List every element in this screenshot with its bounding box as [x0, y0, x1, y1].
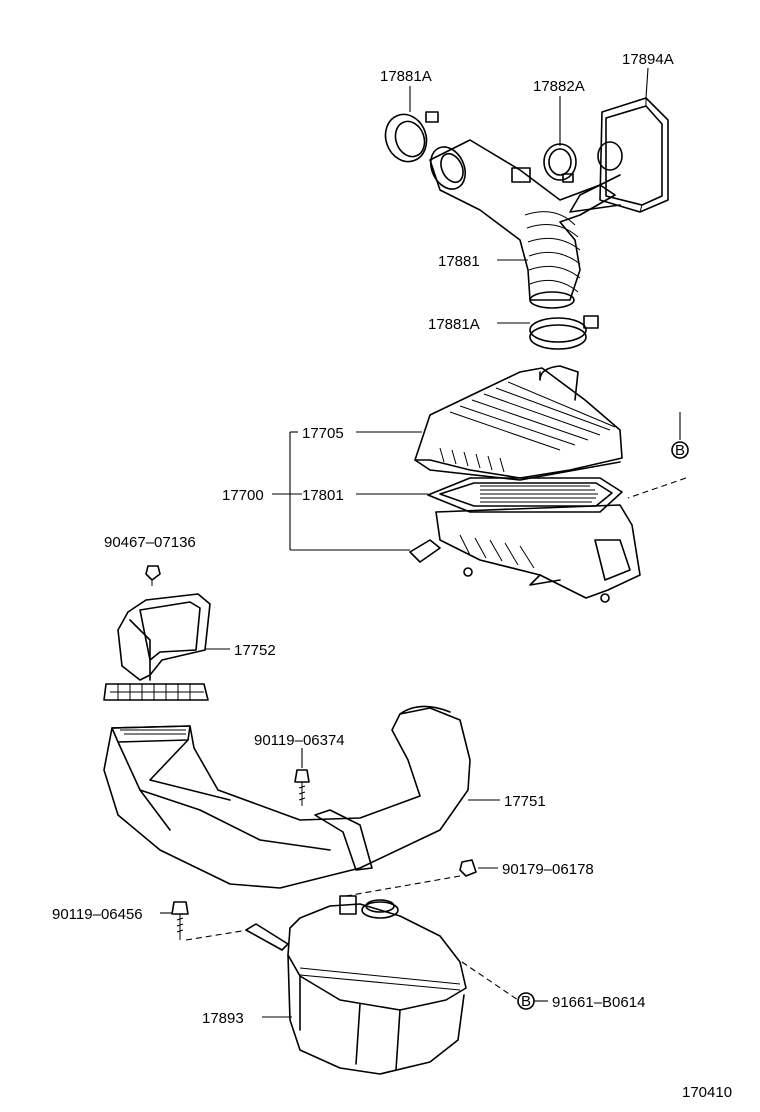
- label-17751: 17751: [504, 793, 546, 810]
- label-90179-06178: 90179–06178: [502, 861, 594, 878]
- bubble-b-right-text: B: [675, 442, 685, 459]
- label-17893: 17893: [202, 1010, 244, 1027]
- resonator-17893: [245, 895, 467, 1075]
- label-17700: 17700: [222, 487, 264, 504]
- inlet-duct-17752: [103, 593, 230, 701]
- nut-90179-06178: [345, 859, 498, 897]
- label-91661-b0614: 91661–B0614: [552, 994, 645, 1011]
- figure-number: 170410: [682, 1084, 732, 1101]
- leader-lines-top: [409, 67, 649, 324]
- reference-mark-b-bottom: B: [461, 961, 548, 1010]
- resonator-17894a: [569, 97, 669, 213]
- reference-mark-b-right: B: [627, 412, 689, 499]
- hose-clamp-bottom: [529, 315, 599, 350]
- hose-clamp-top: [384, 111, 439, 163]
- intake-duct-17751: [103, 705, 500, 889]
- air-cleaner-cap-17705: [414, 365, 623, 481]
- label-17894a: 17894A: [622, 51, 674, 68]
- label-17752: 17752: [234, 642, 276, 659]
- label-17881a-top: 17881A: [380, 68, 432, 85]
- label-17801: 17801: [302, 487, 344, 504]
- assembly-bracket-17700: [289, 431, 428, 551]
- label-90467-07136: 90467–07136: [104, 534, 196, 551]
- clip-90467-07136: [145, 565, 161, 586]
- bubble-b-bottom-text: B: [521, 993, 531, 1010]
- intake-hose-17881: [429, 139, 616, 309]
- label-17881: 17881: [438, 253, 480, 270]
- hose-clamp-17882a: [543, 143, 577, 183]
- label-17882a: 17882A: [533, 78, 585, 95]
- air-filter-element-17801: [427, 477, 623, 513]
- label-90119-06374: 90119–06374: [254, 732, 345, 749]
- air-cleaner-case: [409, 504, 641, 603]
- label-17881a-bottom: 17881A: [428, 316, 480, 333]
- label-90119-06456: 90119–06456: [52, 906, 143, 923]
- bolt-90119-06456: [160, 901, 249, 941]
- label-17705: 17705: [302, 425, 344, 442]
- bolt-90119-06374: [294, 748, 310, 806]
